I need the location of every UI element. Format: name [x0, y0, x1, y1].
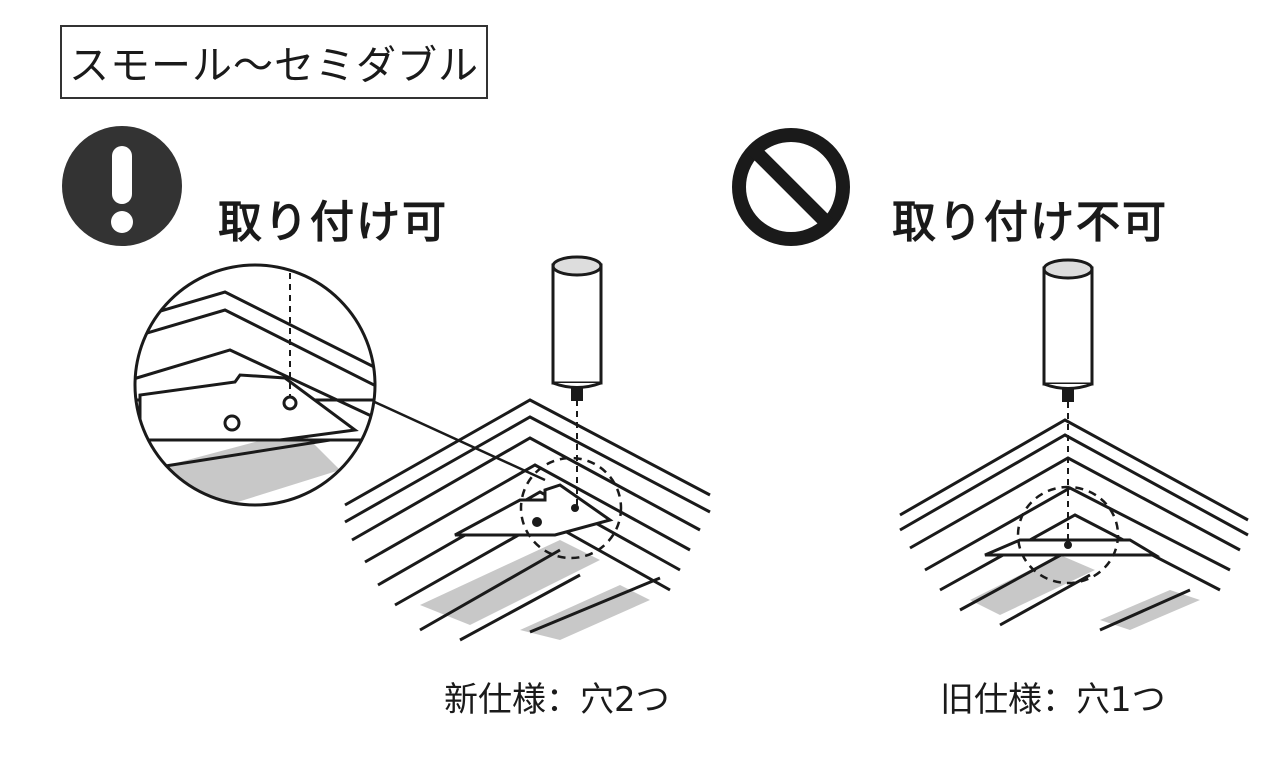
new-spec-leg [551, 255, 603, 401]
magnified-bracket-detail [133, 263, 377, 507]
new-spec-frame-corner [344, 398, 711, 642]
new-spec-caption: 新仕様：穴2つ [444, 680, 670, 720]
size-label-box: スモール～セミダブル [60, 25, 488, 99]
old-spec-frame-corner [899, 402, 1249, 632]
mount-ok-title: 取り付け可 [218, 197, 448, 248]
mount-ng-title: 取り付け不可 [892, 197, 1168, 248]
size-label: スモール～セミダブル [69, 43, 479, 89]
prohibited-icon [732, 128, 850, 246]
exclamation-icon [62, 126, 182, 246]
old-spec-caption: 旧仕様：穴1つ [940, 680, 1166, 720]
old-spec-leg [1042, 258, 1094, 402]
